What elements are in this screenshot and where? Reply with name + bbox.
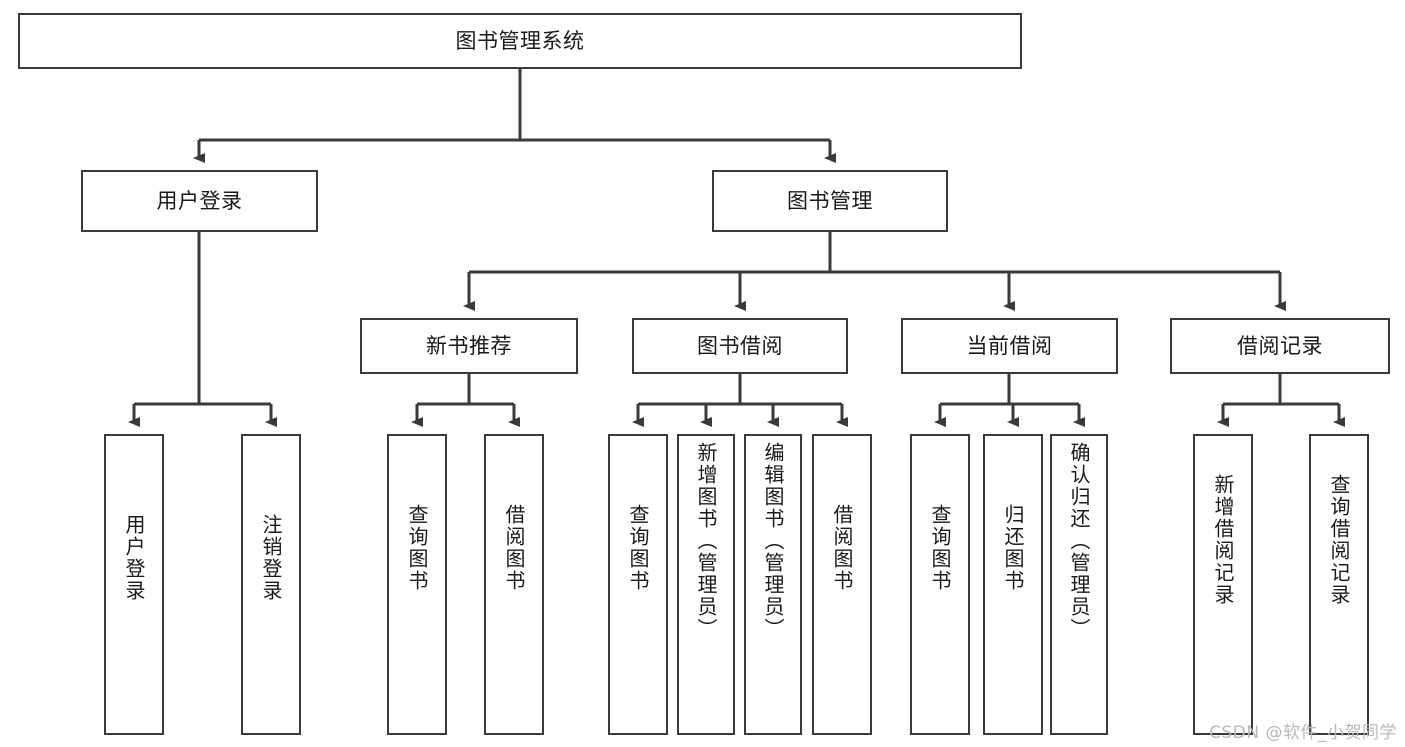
node-book-borrow[interactable]: 图书借阅 [632,318,848,374]
csdn-watermark: CSDN @软件_小贺同学 [1209,723,1397,743]
leaf-query-book-current-label: 查询图书 [928,504,952,592]
node-new-book-recommend[interactable]: 新书推荐 [360,318,578,374]
leaf-add-book-admin[interactable]: 新增图书（管理员） [677,434,735,735]
leaf-confirm-return-admin[interactable]: 确认归还（管理员） [1050,434,1108,735]
leaf-query-borrow-record[interactable]: 查询借阅记录 [1309,434,1369,735]
leaf-edit-book-admin[interactable]: 编辑图书（管理员） [744,434,802,735]
leaf-query-book-borrow[interactable]: 查询图书 [608,434,668,735]
leaf-query-book-recommend[interactable]: 查询图书 [387,434,447,735]
leaf-confirm-return-admin-label: 确认归还（管理员） [1067,442,1091,640]
node-book-borrow-label: 图书借阅 [697,333,783,358]
node-borrow-record-label: 借阅记录 [1237,333,1323,358]
leaf-user-login[interactable]: 用户登录 [104,434,164,735]
leaf-borrow-book-label: 借阅图书 [830,504,854,592]
node-root-label: 图书管理系统 [455,28,585,53]
node-root[interactable]: 图书管理系统 [18,13,1022,69]
leaf-borrow-book-recommend-label: 借阅图书 [502,504,526,592]
leaf-user-login-label: 用户登录 [122,514,146,602]
leaf-borrow-book-recommend[interactable]: 借阅图书 [484,434,544,735]
leaf-add-borrow-record-label: 新增借阅记录 [1211,474,1235,606]
leaf-query-book-current[interactable]: 查询图书 [910,434,970,735]
node-user-login[interactable]: 用户登录 [81,170,318,232]
node-new-book-recommend-label: 新书推荐 [426,333,512,358]
node-current-borrow[interactable]: 当前借阅 [901,318,1118,374]
leaf-borrow-book[interactable]: 借阅图书 [812,434,872,735]
leaf-add-borrow-record[interactable]: 新增借阅记录 [1193,434,1253,735]
leaf-add-book-admin-label: 新增图书（管理员） [694,442,718,640]
node-user-login-label: 用户登录 [156,188,243,213]
node-borrow-record[interactable]: 借阅记录 [1170,318,1390,374]
leaf-query-borrow-record-label: 查询借阅记录 [1327,474,1351,606]
node-book-manage-label: 图书管理 [787,188,873,213]
leaf-logout-login[interactable]: 注销登录 [241,434,301,735]
leaf-query-book-recommend-label: 查询图书 [405,504,429,592]
node-book-manage[interactable]: 图书管理 [712,170,948,232]
leaf-logout-login-label: 注销登录 [259,514,283,602]
leaf-return-book-label: 归还图书 [1001,504,1025,592]
leaf-query-book-borrow-label: 查询图书 [626,504,650,592]
leaf-return-book[interactable]: 归还图书 [983,434,1043,735]
leaf-edit-book-admin-label: 编辑图书（管理员） [761,442,785,640]
node-current-borrow-label: 当前借阅 [966,333,1053,358]
